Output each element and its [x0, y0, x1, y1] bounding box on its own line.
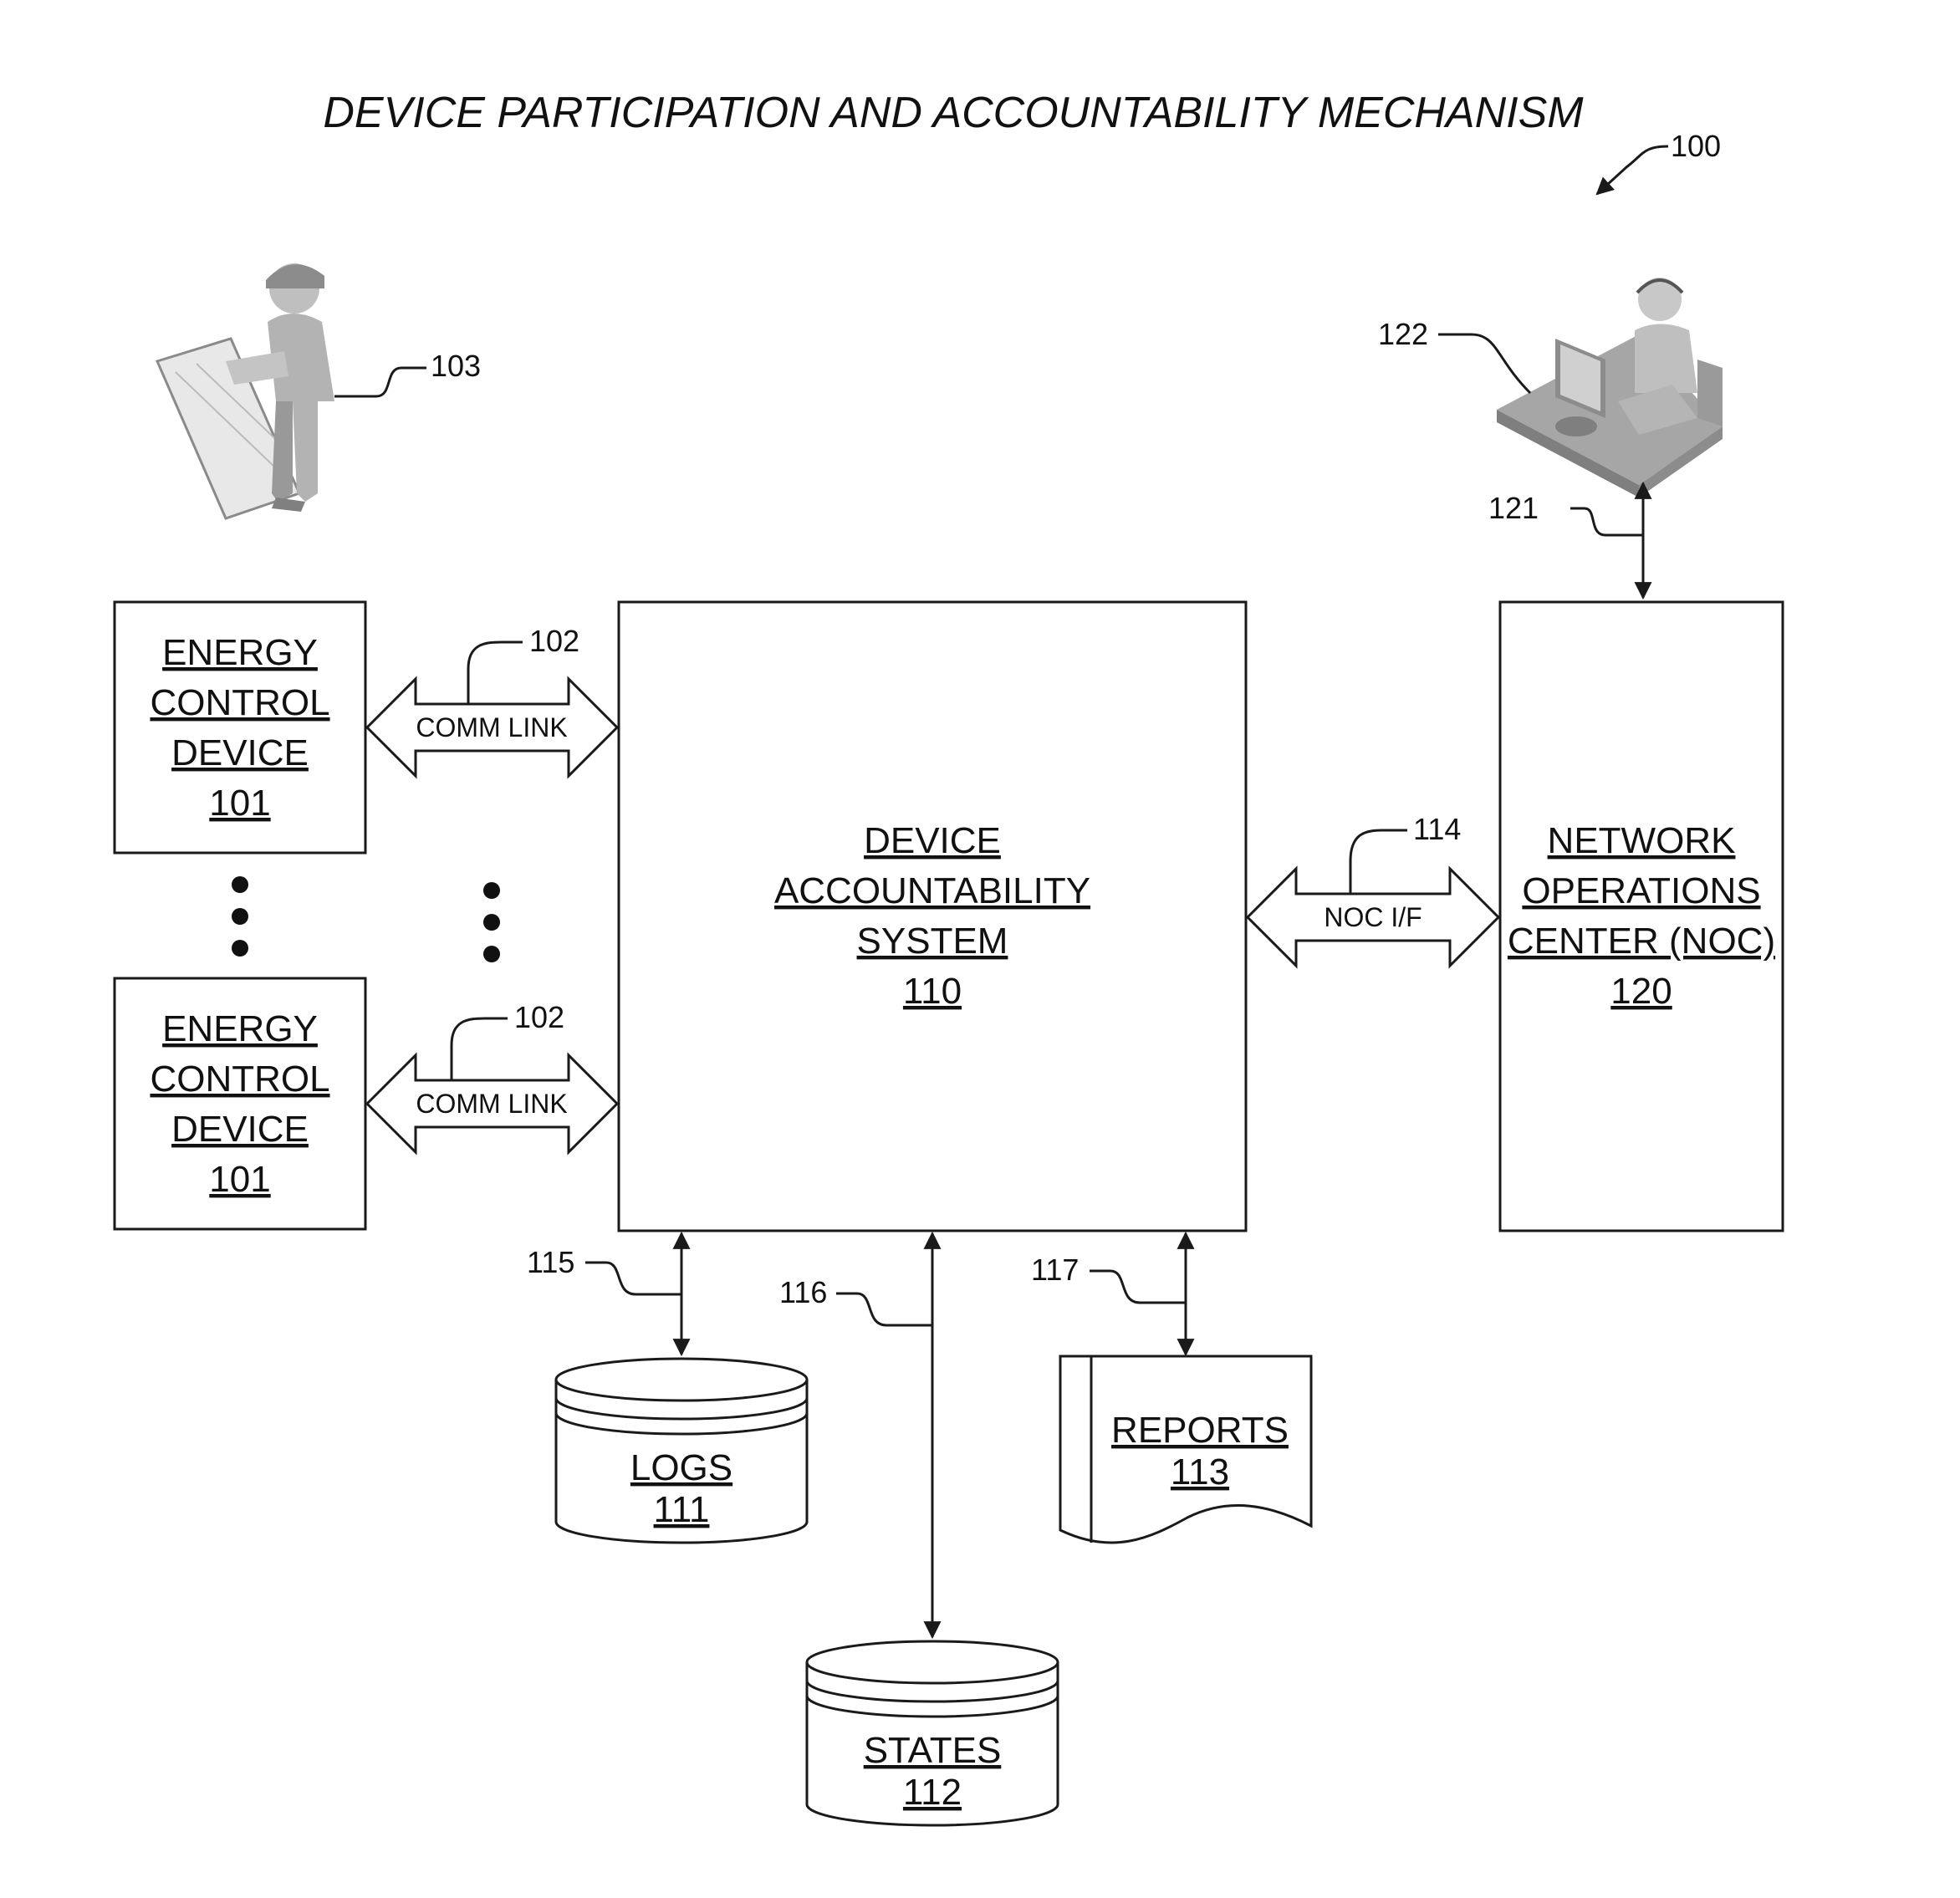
operator-workstation-icon [1497, 278, 1723, 497]
ecd-top-line-1: ENERGY [162, 632, 318, 673]
comm-link-bottom: COMM LINK 102 [367, 1000, 617, 1152]
network-operations-center: NETWORK OPERATIONS CENTER (NOC) 120 [1500, 602, 1783, 1231]
reports-link-ref: 117 [1031, 1253, 1079, 1287]
energy-control-device-top: ENERGY CONTROL DEVICE 101 [115, 602, 365, 853]
comm-link-bottom-ref: 102 [514, 1000, 564, 1034]
noc-line-3: CENTER (NOC) [1508, 921, 1775, 962]
reports-line-1: REPORTS [1111, 1410, 1289, 1451]
states-line-2: 112 [903, 1772, 962, 1813]
operator-ref-label: 122 [1378, 317, 1428, 351]
ecd-top-line-4: 101 [209, 783, 270, 824]
comm-link-bottom-label: COMM LINK [416, 1089, 567, 1119]
installer-ref: 103 [334, 349, 481, 396]
noc-line-1: NETWORK [1548, 820, 1736, 861]
reports-document: REPORTS 113 [1060, 1356, 1311, 1543]
logs-link-ref: 115 [527, 1245, 574, 1279]
ecd-top-line-2: CONTROL [150, 682, 329, 723]
link-ellipsis-middle [483, 882, 500, 962]
operator-noc-link: 121 [1488, 483, 1643, 598]
logs-link: 115 [527, 1233, 681, 1355]
das-line-2: ACCOUNTABILITY [774, 870, 1090, 911]
noc-interface-ref: 114 [1413, 812, 1461, 846]
installer-icon [157, 263, 334, 518]
ecd-top-line-3: DEVICE [171, 732, 309, 773]
reports-line-2: 113 [1171, 1452, 1229, 1492]
states-line-1: STATES [864, 1730, 1002, 1771]
ecd-bottom-line-3: DEVICE [171, 1109, 309, 1150]
comm-link-top-ref: 102 [529, 624, 579, 658]
states-link-ref: 116 [779, 1275, 827, 1309]
logs-database: LOGS 111 [556, 1359, 807, 1543]
reports-link: 117 [1031, 1233, 1186, 1355]
diagram-title: DEVICE PARTICIPATION AND ACCOUNTABILITY … [323, 89, 1584, 137]
states-database: STATES 112 [807, 1641, 1058, 1825]
ecd-bottom-line-4: 101 [209, 1159, 270, 1200]
operator-ref: 122 [1378, 317, 1530, 393]
figure-ref-100: 100 [1597, 129, 1721, 194]
ecd-bottom-line-2: CONTROL [150, 1059, 329, 1100]
noc-line-2: OPERATIONS [1522, 870, 1760, 911]
comm-link-top: COMM LINK 102 [367, 624, 617, 776]
figure-ref-label: 100 [1671, 129, 1721, 163]
device-ellipsis-left [232, 876, 248, 957]
logs-line-1: LOGS [630, 1447, 732, 1488]
das-line-3: SYSTEM [857, 921, 1008, 962]
noc-interface-label: NOC I/F [1324, 902, 1422, 932]
das-line-1: DEVICE [864, 820, 1001, 861]
noc-line-4: 120 [1610, 971, 1672, 1012]
comm-link-top-label: COMM LINK [416, 712, 567, 742]
operator-link-ref-label: 121 [1488, 491, 1539, 525]
logs-line-2: 111 [654, 1489, 710, 1530]
noc-interface: NOC I/F 114 [1248, 812, 1498, 966]
energy-control-device-bottom: ENERGY CONTROL DEVICE 101 [115, 978, 365, 1229]
ecd-bottom-line-1: ENERGY [162, 1008, 318, 1049]
das-line-4: 110 [903, 971, 962, 1012]
installer-ref-label: 103 [431, 349, 481, 383]
device-accountability-system: DEVICE ACCOUNTABILITY SYSTEM 110 [619, 602, 1246, 1231]
